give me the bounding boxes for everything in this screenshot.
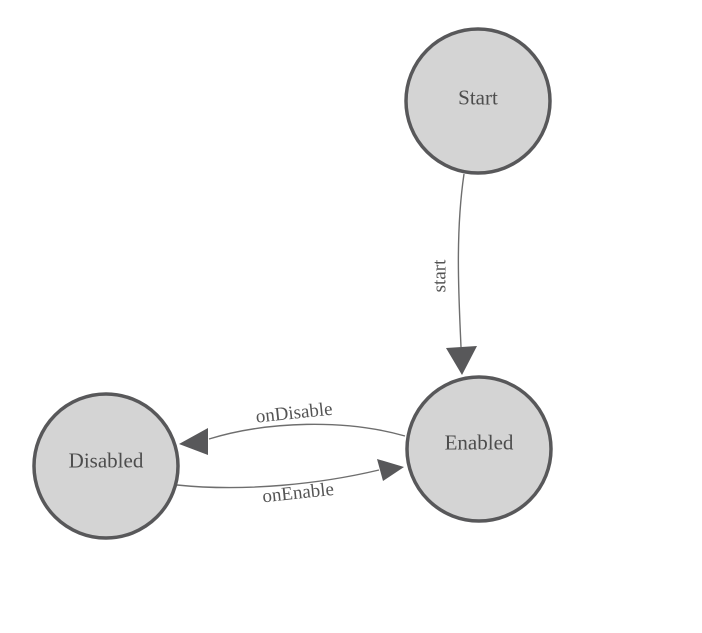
edge-label-start: start	[430, 259, 451, 292]
node-disabled[interactable]: Disabled	[32, 392, 180, 540]
node-enabled-circle[interactable]	[405, 375, 553, 523]
node-start-circle[interactable]	[404, 27, 552, 175]
arrowhead-left-icon	[179, 428, 208, 455]
edge-label-onenable: onEnable	[261, 479, 335, 507]
node-enabled[interactable]: Enabled	[405, 375, 553, 523]
edge-enabled-to-disabled: onDisable	[179, 399, 406, 455]
arrowhead-down-icon	[446, 346, 477, 375]
edge-start-line	[457, 173, 465, 348]
node-enabled-label: Enabled	[445, 430, 514, 454]
node-start-label: Start	[458, 85, 498, 109]
edge-label-ondisable: onDisable	[255, 399, 334, 428]
edge-start-to-enabled: start	[430, 173, 477, 375]
node-disabled-label: Disabled	[69, 448, 144, 472]
node-disabled-circle[interactable]	[32, 392, 180, 540]
edge-onenable-line	[176, 469, 380, 489]
node-start[interactable]: Start	[404, 27, 552, 175]
edge-disabled-to-enabled: onEnable	[176, 459, 404, 507]
arrowhead-right-icon	[377, 459, 404, 481]
edge-ondisable-line	[208, 423, 406, 440]
